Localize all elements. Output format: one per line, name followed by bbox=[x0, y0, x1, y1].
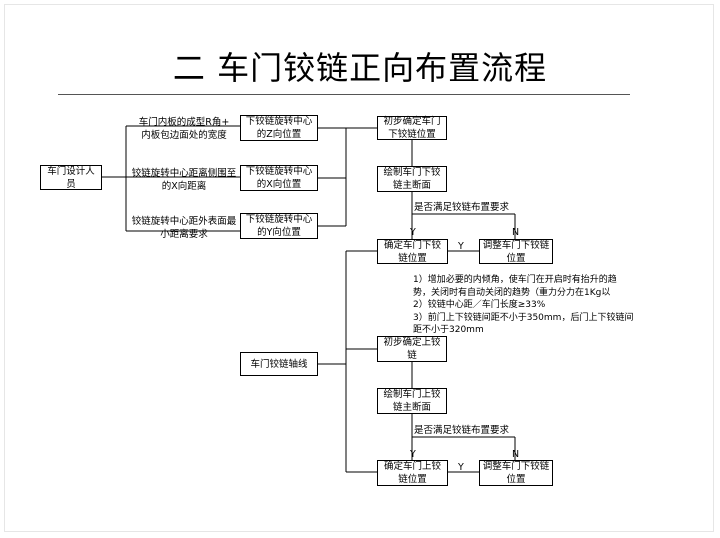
node-lower-z-position: 下铰链旋转中心 的Z向位置 bbox=[240, 115, 318, 141]
node-lower-adjust: 调整车门下铰链 位置 bbox=[479, 239, 553, 264]
param-label-3: 铰链旋转中心距外表面最 小距离要求 bbox=[131, 216, 237, 240]
slide-frame bbox=[4, 4, 714, 532]
node-lower-confirm: 确定车门下铰 链位置 bbox=[377, 239, 448, 264]
node-hinge-axis: 车门铰链轴线 bbox=[240, 352, 318, 376]
title-underline bbox=[58, 94, 630, 95]
node-upper-section: 绘制车门上铰 链主断面 bbox=[377, 388, 447, 414]
label-yes-upper-right: Y bbox=[458, 462, 464, 473]
node-lower-x-position: 下铰链旋转中心 的X向位置 bbox=[240, 165, 318, 191]
node-lower-initial: 初步确定车门 下铰链位置 bbox=[377, 116, 447, 140]
label-no-lower: N bbox=[512, 227, 520, 238]
requirements-notes: 1）增加必要的内倾角，使车门在开启时有抬升的趋 势，关闭时有自动关闭的趋势（重力… bbox=[413, 275, 634, 335]
node-upper-initial: 初步确定上铰 链 bbox=[377, 336, 447, 362]
label-yes-lower-down: Y bbox=[410, 227, 416, 238]
node-lower-section: 绘制车门下铰 链主断面 bbox=[377, 166, 447, 192]
node-lower-y-position: 下铰链旋转中心 的Y向位置 bbox=[240, 213, 318, 239]
node-designer: 车门设计人 员 bbox=[40, 165, 102, 190]
slide-title: 二 车门铰链正向布置流程 bbox=[172, 49, 548, 87]
question-lower: 是否满足铰链布置要求 bbox=[414, 202, 510, 213]
param-label-2: 铰链旋转中心距离侧围至 的X向距离 bbox=[131, 168, 237, 192]
node-upper-confirm: 确定车门上铰 链位置 bbox=[377, 460, 448, 486]
node-upper-adjust: 调整车门下铰链 位置 bbox=[479, 460, 553, 486]
label-no-upper: N bbox=[512, 449, 520, 460]
param-label-1: 车门内板的成型R角+ 内板包边面处的宽度 bbox=[138, 117, 230, 141]
label-yes-upper-down: Y bbox=[410, 449, 416, 460]
label-yes-lower-right: Y bbox=[458, 241, 464, 252]
question-upper: 是否满足铰链布置要求 bbox=[414, 425, 510, 436]
